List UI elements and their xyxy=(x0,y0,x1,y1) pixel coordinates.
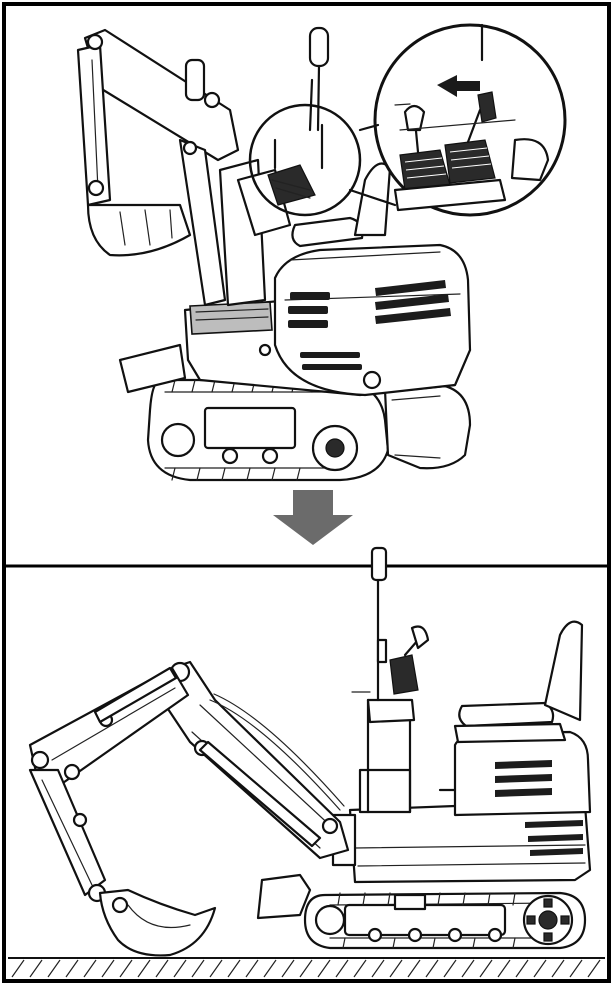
hatch-line xyxy=(209,959,223,978)
hatch-line xyxy=(137,959,151,978)
hatch-line xyxy=(425,959,439,978)
upper-structure-bottom xyxy=(331,730,592,884)
hatch-line xyxy=(281,959,295,978)
bucket-bottom xyxy=(98,888,217,957)
operator-seat-top xyxy=(291,162,392,248)
hatch-line xyxy=(515,959,529,978)
hatch-line xyxy=(335,959,349,978)
engine-vents-bottom xyxy=(495,760,583,856)
crawler-track-bottom xyxy=(303,891,587,950)
hatch-line xyxy=(155,959,169,978)
hatch-line xyxy=(227,959,241,978)
crawler-track-top xyxy=(146,378,390,482)
boom-arm-top xyxy=(76,28,240,307)
hatch-line xyxy=(245,959,259,978)
excavator-transport-position xyxy=(76,23,567,482)
engine-vents-top xyxy=(288,280,451,370)
hatch-line xyxy=(461,959,475,978)
boom-bottom xyxy=(160,660,350,860)
hatch-line xyxy=(497,959,511,978)
hatch-line xyxy=(569,959,583,978)
hatch-line xyxy=(587,959,601,978)
hatch-line xyxy=(119,959,133,978)
ground-hatching xyxy=(8,957,605,978)
arm-bottom xyxy=(28,666,190,903)
hatch-line xyxy=(371,959,385,978)
hatch-line xyxy=(263,959,277,978)
excavator-working-position xyxy=(8,546,605,978)
dozer-blade-top xyxy=(118,343,187,394)
hatch-line xyxy=(407,959,421,978)
control-tower-bottom xyxy=(351,546,457,814)
hatch-line xyxy=(353,959,367,978)
hatch-line xyxy=(317,959,331,978)
hatch-line xyxy=(65,959,79,978)
hatch-line xyxy=(173,959,187,978)
control-lever-detail xyxy=(348,23,567,217)
magnifier-small-circle xyxy=(248,103,362,217)
hatch-line xyxy=(29,959,43,978)
hatch-line xyxy=(443,959,457,978)
hatch-line xyxy=(101,959,115,978)
push-lever-arrow xyxy=(437,75,480,97)
dozer-blade-bottom xyxy=(256,873,312,920)
hatch-line xyxy=(533,959,547,978)
hatch-line xyxy=(11,959,25,978)
hatch-line xyxy=(47,959,61,978)
hatch-line xyxy=(299,959,313,978)
upper-structure-top xyxy=(183,243,472,397)
hatch-line xyxy=(479,959,493,978)
hydraulic-lines xyxy=(209,693,345,811)
hatch-line xyxy=(551,959,565,978)
lock-lever-grip xyxy=(477,91,497,123)
hatch-line xyxy=(83,959,97,978)
lever-base-small xyxy=(267,123,324,206)
hatch-line xyxy=(389,959,403,978)
transition-arrow xyxy=(273,490,353,545)
bucket-top xyxy=(86,203,192,257)
operator-seat-bottom xyxy=(453,620,584,744)
hatch-line xyxy=(191,959,205,978)
crawler-track-right xyxy=(383,383,472,470)
